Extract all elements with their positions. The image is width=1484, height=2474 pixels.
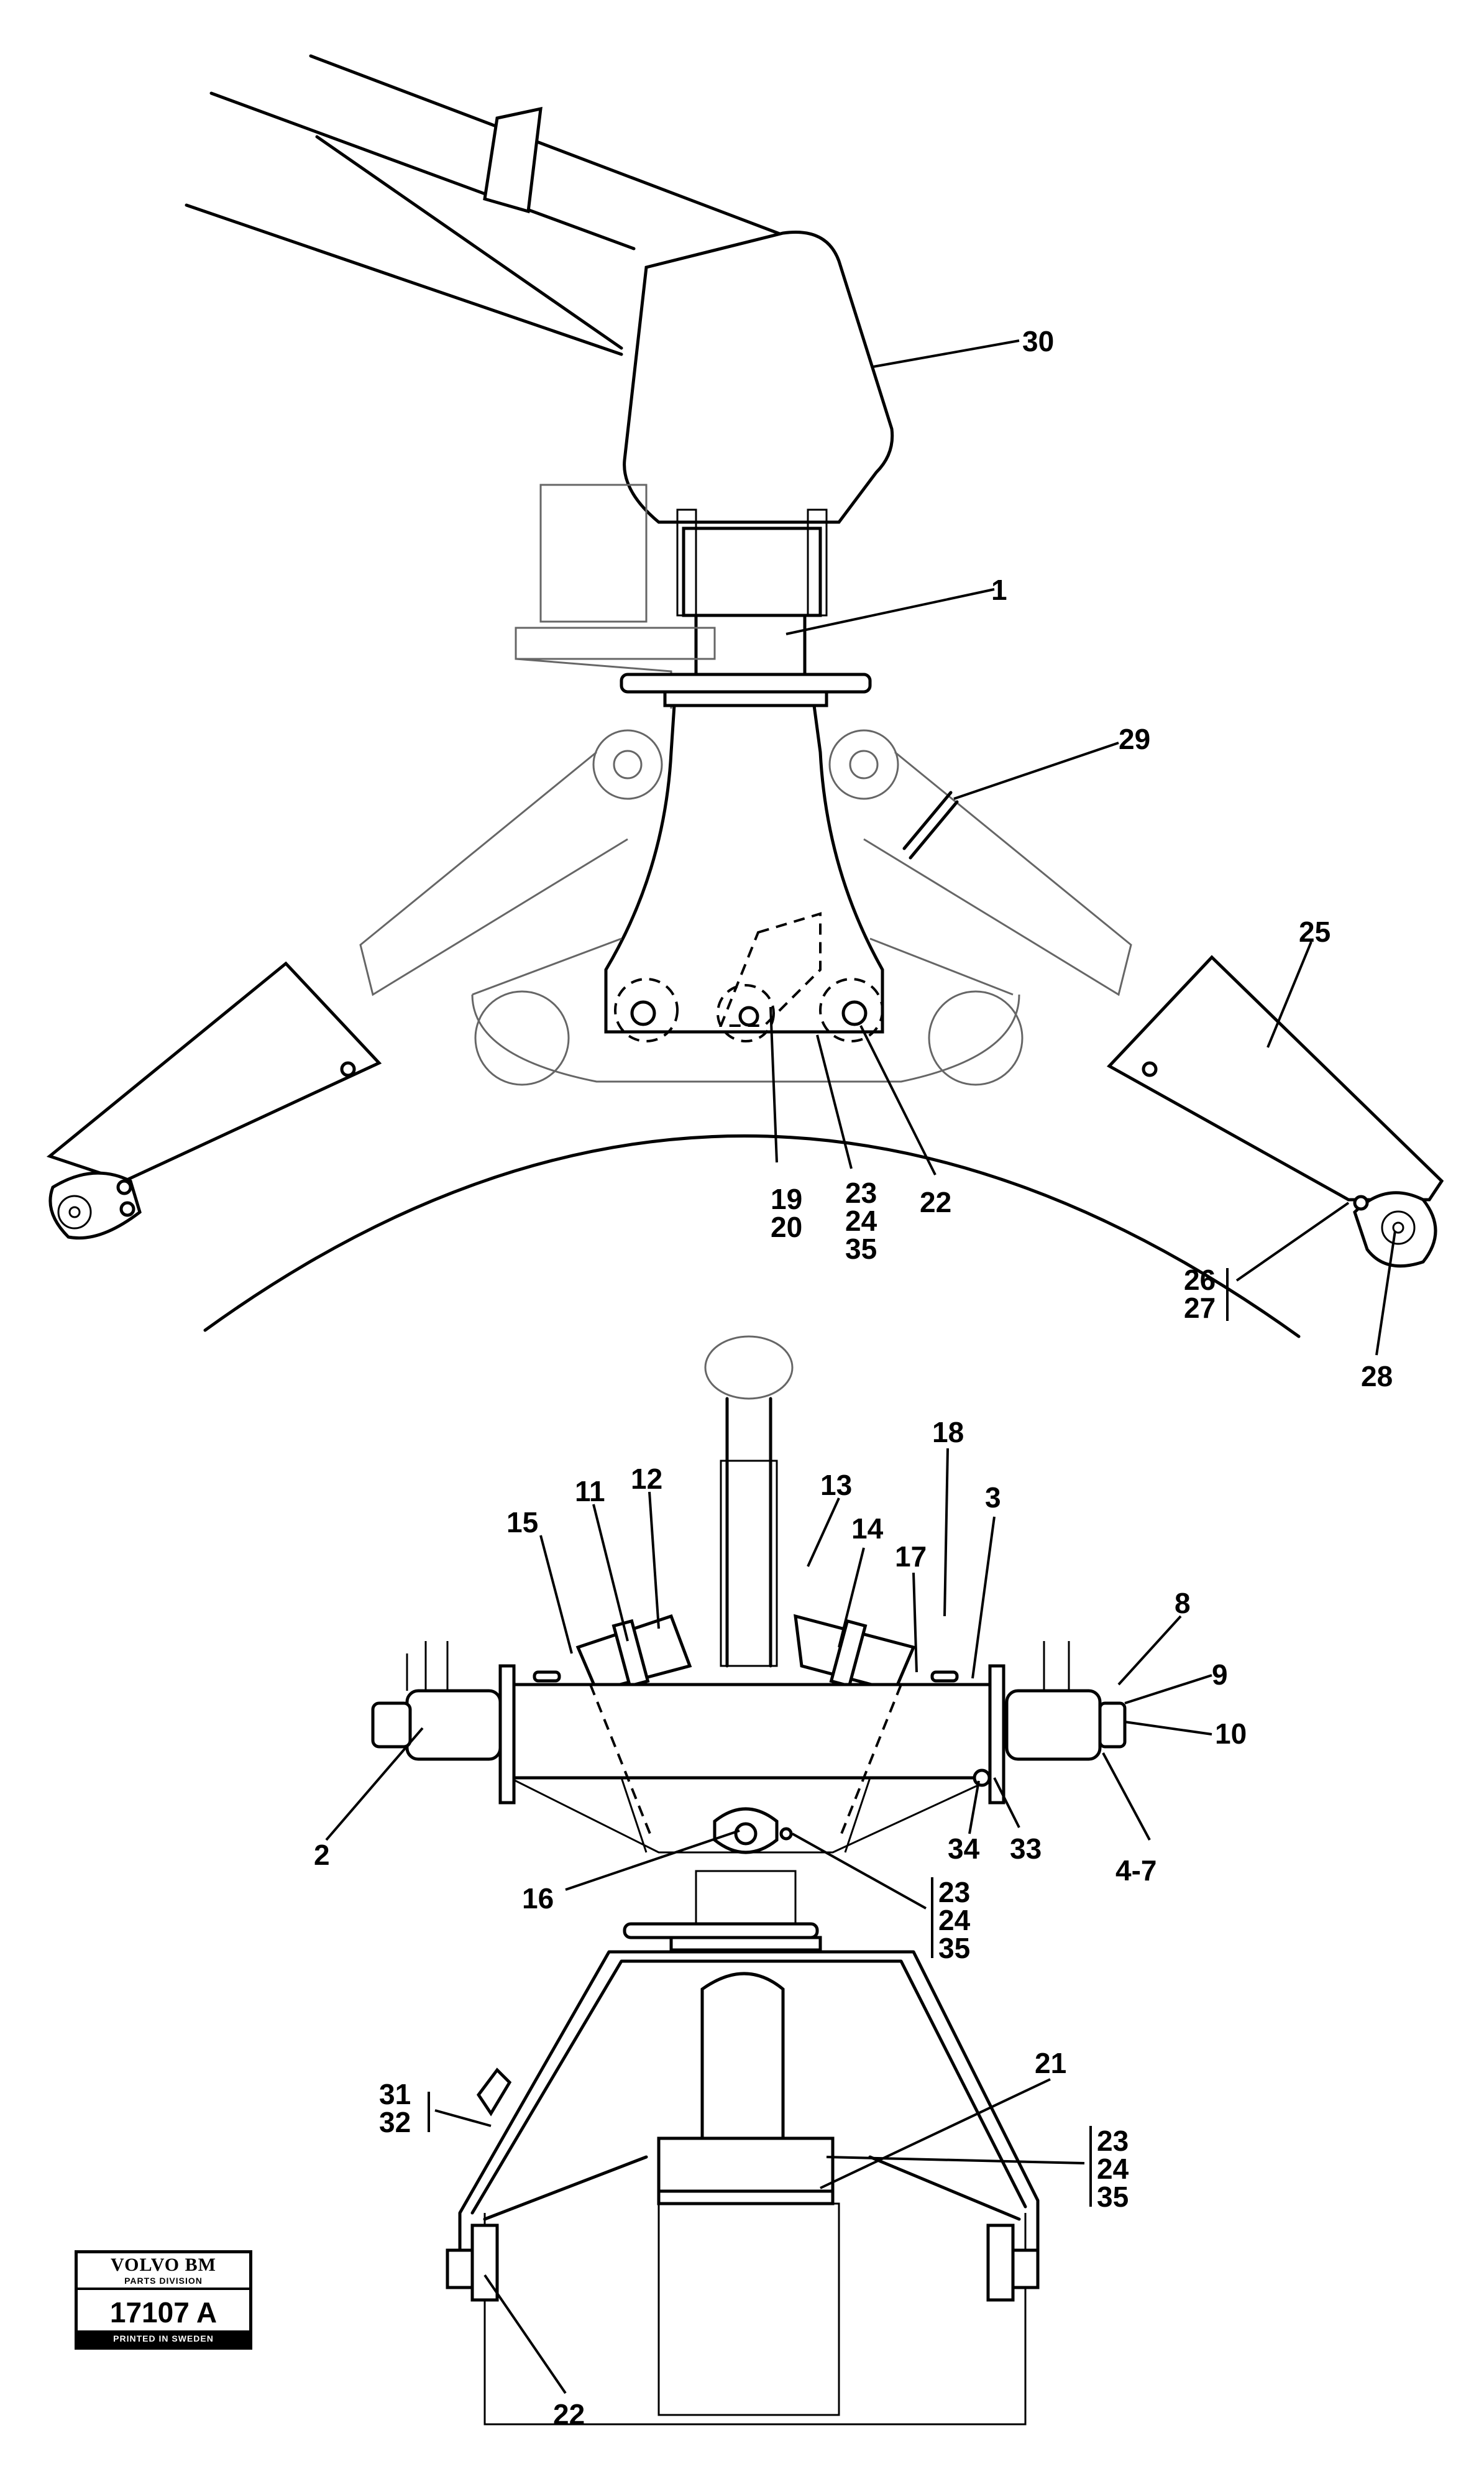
badge-brand: VOLVO BM: [111, 2255, 216, 2275]
callout-23-middle: 23: [938, 1876, 970, 1908]
callout-23-upper: 23: [845, 1177, 877, 1209]
label-stack-bars: [428, 1268, 1229, 2207]
callout-24-lower: 24: [1097, 2153, 1129, 2185]
callout-4-7: 4-7: [1115, 1854, 1157, 1887]
callout-15: 15: [506, 1506, 538, 1538]
callout-13: 13: [820, 1469, 852, 1501]
badge-printed: PRINTED IN SWEDEN: [78, 2330, 249, 2347]
badge-division: PARTS DIVISION: [78, 2276, 249, 2290]
callout-29: 29: [1119, 723, 1150, 755]
callout-32: 32: [379, 2106, 411, 2138]
callout-24-middle: 24: [938, 1904, 971, 1936]
callout-2: 2: [314, 1839, 330, 1871]
callout-11: 11: [575, 1475, 605, 1507]
callout-34: 34: [948, 1833, 980, 1865]
callout-18: 18: [932, 1416, 964, 1448]
leader-lines: [325, 339, 1396, 2394]
callout-21: 21: [1035, 2047, 1066, 2079]
callout-9: 9: [1212, 1658, 1228, 1691]
callout-31: 31: [379, 2078, 411, 2110]
callout-17: 17: [895, 1540, 927, 1573]
upper-assembly-view: [46, 54, 1444, 1338]
callout-22-lower: 22: [553, 2398, 585, 2430]
callout-35-middle: 35: [938, 1932, 970, 1964]
callout-14: 14: [851, 1512, 884, 1545]
callout-23-lower: 23: [1097, 2125, 1129, 2157]
callout-12: 12: [631, 1463, 662, 1495]
callout-8: 8: [1175, 1587, 1191, 1619]
callout-1: 1: [991, 574, 1007, 606]
lower-assembly-view: [446, 1870, 1040, 2426]
callout-33: 33: [1010, 1833, 1042, 1865]
callout-35-upper: 35: [845, 1233, 877, 1265]
callout-27: 27: [1184, 1292, 1216, 1324]
callout-28: 28: [1361, 1360, 1393, 1392]
callout-22-upper: 22: [920, 1186, 951, 1218]
callout-30: 30: [1022, 325, 1054, 357]
callout-20: 20: [771, 1211, 802, 1243]
callout-26: 26: [1184, 1264, 1216, 1296]
callout-16: 16: [522, 1882, 554, 1915]
callout-10: 10: [1215, 1718, 1247, 1750]
callout-3: 3: [985, 1481, 1001, 1514]
badge-number: 17107 A: [109, 2296, 218, 2329]
callout-35-lower: 35: [1097, 2181, 1129, 2213]
callout-25: 25: [1299, 916, 1331, 948]
middle-assembly-view: [371, 1335, 1127, 1854]
callout-19: 19: [771, 1183, 802, 1215]
callout-labels: 30 1 29 25 19 20 23 24 35 22 26 27 28 18…: [314, 325, 1393, 2430]
callout-24-upper: 24: [845, 1205, 877, 1237]
volvo-bm-part-badge: VOLVO BM PARTS DIVISION 17107 A PRINTED …: [75, 2250, 252, 2350]
